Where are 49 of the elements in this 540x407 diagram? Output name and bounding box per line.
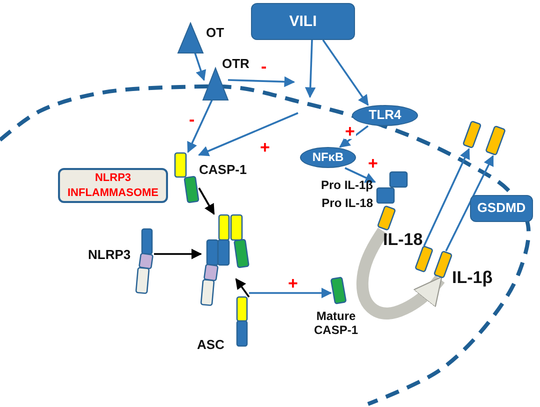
arrow: [423, 148, 470, 246]
complex-title-box: [58, 168, 168, 203]
cytokine-drawing: [434, 251, 451, 279]
arrow: [344, 167, 376, 183]
protein-drawing: [174, 152, 199, 203]
arrow: [198, 188, 215, 215]
cytokine-drawing: [486, 126, 504, 156]
protein-label: Mature CASP-1: [312, 310, 359, 338]
box-label: GSDMD: [477, 200, 526, 217]
box-label: TLR4: [368, 107, 402, 124]
receptor-triangle-icon: [203, 68, 228, 100]
protein-label: OTR: [222, 57, 250, 72]
cytokine-drawing: [464, 121, 480, 149]
arrow: [228, 76, 296, 88]
edge-label: +: [367, 157, 379, 171]
edge-label: +: [344, 125, 356, 139]
box-label: NLRP3 INFLAMMASOME: [66, 171, 160, 200]
arrow: [235, 278, 250, 298]
protein-label: Pro IL-18: [320, 197, 373, 211]
protein-drawing: [136, 228, 154, 294]
arrow: [187, 100, 213, 153]
protein-label: ASC: [197, 338, 226, 353]
protein-label: Pro IL-1β: [320, 179, 373, 193]
box-label: NFκB: [312, 150, 344, 166]
box-label: VILI: [289, 12, 317, 32]
edge-label: +: [259, 141, 271, 155]
protein-drawing: [236, 296, 249, 348]
arrow: [356, 228, 445, 320]
ligand-triangle-icon: [178, 23, 203, 53]
protein-drawing: [375, 171, 409, 231]
pore-box: [470, 195, 533, 222]
arrow: [194, 52, 206, 82]
arrow: [198, 112, 298, 156]
arrow: [445, 155, 494, 252]
protein-label: CASP-1: [199, 163, 248, 178]
protein-drawing: [331, 277, 347, 305]
arrow: [322, 39, 369, 106]
edge-label: +: [287, 277, 299, 291]
protein-label: IL-18: [383, 230, 424, 250]
arrow: [249, 288, 332, 298]
protein-label: IL-1β: [452, 268, 494, 288]
cytokine-drawing: [415, 246, 432, 272]
arrow: [154, 248, 202, 260]
protein-label: OT: [206, 26, 226, 41]
arrow: [304, 40, 316, 98]
stimulus-box: [251, 3, 355, 40]
inflammasome-drawing: [201, 214, 249, 306]
protein-label: NLRP3: [88, 248, 132, 263]
arrow: [339, 125, 369, 148]
